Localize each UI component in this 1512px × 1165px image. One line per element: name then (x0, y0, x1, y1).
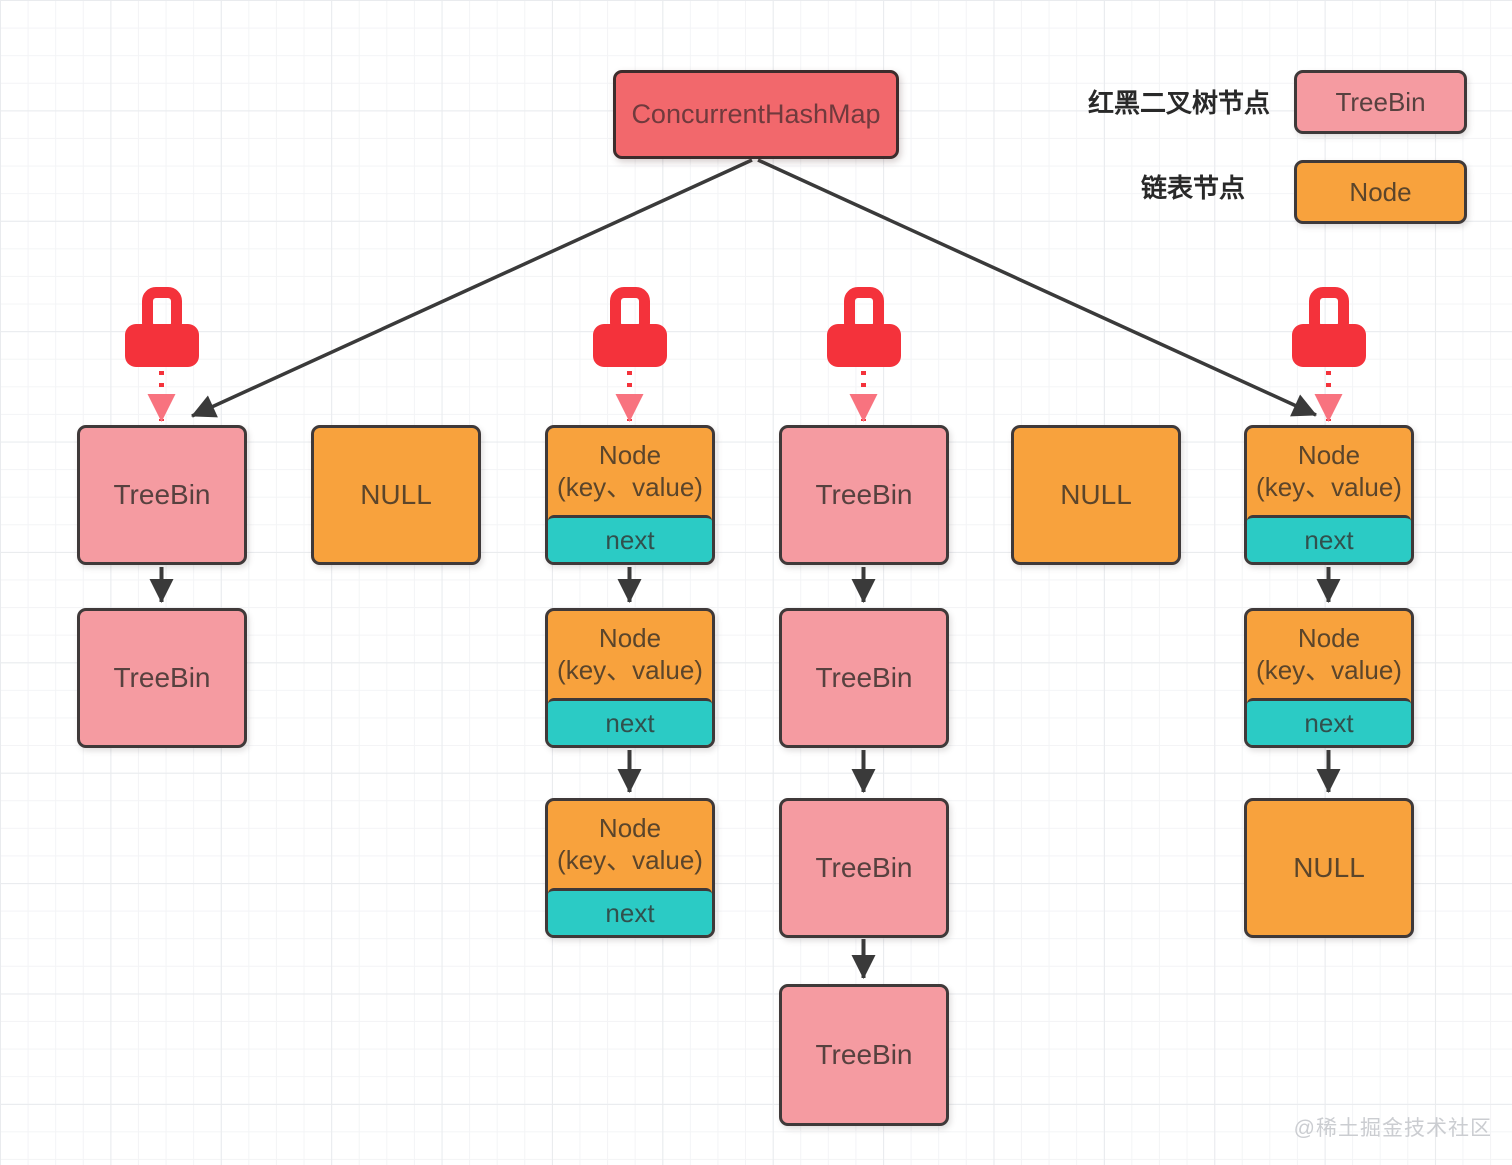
treebin-label: TreeBin (815, 852, 913, 883)
watermark: @稀土掘金技术社区 (1293, 1117, 1492, 1140)
node-title: Node (598, 812, 662, 843)
treebin-node: TreeBin (779, 425, 949, 565)
node-kv-label: (key、value) (557, 471, 703, 502)
null-label: NULL (360, 479, 432, 510)
list-node: Node (key、value) next (1244, 425, 1414, 565)
legend-treebin-box-label: TreeBin (1335, 86, 1426, 117)
node-next-section: next (1247, 515, 1411, 562)
treebin-label: TreeBin (113, 662, 211, 693)
node-kv-section: Node (key、value) (1247, 428, 1411, 515)
treebin-label: TreeBin (815, 1039, 913, 1070)
node-kv-label: (key、value) (557, 844, 703, 875)
legend-treebin-box: TreeBin (1294, 70, 1467, 134)
list-node: Node (key、value) next (1244, 608, 1414, 748)
node-kv-label: (key、value) (1256, 654, 1402, 685)
legend-node-box-label: Node (1349, 176, 1412, 207)
null-node: NULL (1011, 425, 1181, 565)
next-label: next (1304, 524, 1354, 555)
concurrenthashmap-box: ConcurrentHashMap (613, 70, 899, 159)
list-node: Node (key、value) next (545, 425, 715, 565)
null-node: NULL (311, 425, 481, 565)
node-kv-section: Node (key、value) (548, 611, 712, 698)
treebin-node: TreeBin (779, 798, 949, 938)
node-kv-section: Node (key、value) (548, 428, 712, 515)
lock-body (593, 324, 667, 367)
treebin-node: TreeBin (779, 608, 949, 748)
treebin-node: TreeBin (77, 608, 247, 748)
legend-treebin-label: 红黑二叉树节点 (1087, 88, 1270, 118)
lock-icon (827, 287, 901, 367)
node-next-section: next (1247, 698, 1411, 745)
next-label: next (605, 707, 655, 738)
node-kv-label: (key、value) (1256, 471, 1402, 502)
next-label: next (1304, 707, 1354, 738)
concurrenthashmap-label: ConcurrentHashMap (631, 99, 881, 129)
treebin-node: TreeBin (77, 425, 247, 565)
node-title: Node (1297, 622, 1361, 653)
treebin-label: TreeBin (815, 479, 913, 510)
treebin-node: TreeBin (779, 984, 949, 1126)
treebin-label: TreeBin (815, 662, 913, 693)
node-next-section: next (548, 888, 712, 935)
legend-node-box: Node (1294, 160, 1467, 224)
node-kv-section: Node (key、value) (1247, 611, 1411, 698)
null-label: NULL (1293, 852, 1365, 883)
lock-body (827, 324, 901, 367)
next-label: next (605, 897, 655, 928)
edge-map-to-bucket6 (757, 158, 1317, 417)
node-title: Node (598, 439, 662, 470)
null-node: NULL (1244, 798, 1414, 938)
lock-icon (1292, 287, 1366, 367)
list-node: Node (key、value) next (545, 798, 715, 938)
list-node: Node (key、value) next (545, 608, 715, 748)
node-kv-label: (key、value) (557, 654, 703, 685)
node-title: Node (1297, 439, 1361, 470)
node-title: Node (598, 622, 662, 653)
next-label: next (605, 524, 655, 555)
node-next-section: next (548, 515, 712, 562)
legend-node-label: 链表节点 (1140, 173, 1245, 203)
treebin-label: TreeBin (113, 479, 211, 510)
node-next-section: next (548, 698, 712, 745)
lock-icon (593, 287, 667, 367)
null-label: NULL (1060, 479, 1132, 510)
lock-icon (125, 287, 199, 367)
node-kv-section: Node (key、value) (548, 801, 712, 888)
edge-map-to-bucket1 (191, 158, 753, 418)
lock-body (125, 324, 199, 367)
lock-body (1292, 324, 1366, 367)
